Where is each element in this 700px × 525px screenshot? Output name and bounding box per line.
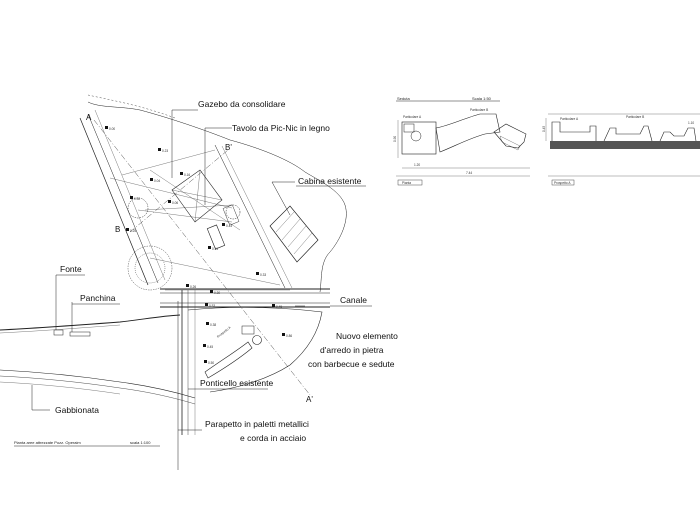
label-nuovo-elemento: Nuovo elemento d'arredo in pietra con ba… — [308, 331, 398, 369]
elevation-value: 0.53 — [209, 304, 215, 308]
label-cabina: Cabina esistente — [298, 176, 362, 186]
label-parapetto-line: e corda in acciaio — [240, 433, 306, 443]
picnic-table — [206, 204, 240, 250]
particolare-b-elev-label: Particolare B — [626, 115, 644, 119]
seduta-dim: 1.10 — [688, 121, 694, 125]
gazebo — [144, 169, 241, 231]
tree — [134, 252, 166, 284]
label-panchina: Panchina — [80, 293, 116, 303]
prospetto-tag: Prospetto A — [216, 325, 232, 339]
canal — [160, 288, 330, 308]
barbecue-element — [204, 325, 262, 379]
particolare-a-elev-label: Particolare A — [560, 117, 579, 121]
label-nuovo-line: d'arredo in pietra — [320, 345, 384, 355]
section-mark-b: B — [115, 225, 120, 234]
leader-lines — [31, 109, 305, 470]
prospetto-tag-elev: Prospetto A — [554, 181, 571, 185]
seduta-scale: Scala 1:50 — [472, 96, 492, 101]
seduta-pianta — [396, 113, 530, 186]
title-block-scale: scala 1:100 — [130, 440, 151, 445]
elevation-value: 0.45 — [276, 305, 282, 309]
label-ponticello: Ponticello esistente — [200, 378, 274, 388]
title-block: Pianta aree attrezzate Pozz. Operaim sca… — [14, 440, 160, 447]
elevation-value: 0.06 — [172, 201, 178, 205]
site-plan — [0, 94, 347, 470]
section-mark-a-prime: A' — [306, 395, 313, 404]
elevation-values: 0.00 0.23 0.16 0.30 0.06 0.04 0.43 0.25 … — [109, 127, 292, 365]
elevation-value: 0.16 — [184, 173, 190, 177]
label-parapetto-line: Parapetto in paletti metallici — [205, 419, 309, 429]
elevation-value: 0.30 — [134, 197, 140, 201]
elevation-value: 0.11 — [212, 247, 218, 251]
label-canale: Canale — [340, 295, 367, 305]
title-block-title: Pianta aree attrezzate Pozz. Operaim — [14, 440, 81, 445]
seduta-title: Seduta — [397, 96, 410, 101]
elevation-value: 0.33 — [260, 273, 266, 277]
elevation-value: 0.86 — [286, 334, 292, 338]
terrain-outline — [87, 101, 347, 293]
particolare-b-label: Particolare B — [470, 108, 488, 112]
tree — [127, 245, 173, 291]
section-mark-b-prime: B' — [225, 143, 232, 152]
label-nuovo-line: con barbecue e sedute — [308, 359, 395, 369]
elevation-markers — [105, 126, 285, 363]
label-parapetto: Parapetto in paletti metallici e corda i… — [205, 419, 309, 443]
label-gazebo: Gazebo da consolidare — [198, 99, 286, 109]
label-gabbionata: Gabbionata — [55, 405, 99, 415]
elevation-value: 0.00 — [109, 127, 115, 131]
elevation-value: 0.23 — [162, 149, 168, 153]
elevation-value: 0.38 — [210, 323, 216, 327]
elevation-value: 0.43 — [226, 224, 232, 228]
tree — [127, 197, 149, 219]
elevation-value: 0.30 — [214, 291, 220, 295]
section-mark-a: A — [86, 113, 92, 122]
panchina-symbol — [69, 331, 91, 337]
seduta-prospetto — [545, 113, 700, 186]
pianta-tag: Pianta — [402, 181, 411, 185]
seduta-dim: 0.90 — [393, 136, 397, 142]
elevation-value: 0.45 — [207, 345, 213, 349]
seduta-dim: 7.44 — [466, 171, 472, 175]
elevation-value: 0.25 — [130, 229, 136, 233]
label-fonte: Fonte — [60, 264, 82, 274]
cabina — [269, 205, 319, 263]
tree — [225, 204, 241, 220]
elevation-value: 0.26 — [190, 285, 196, 289]
label-tavolo: Tavolo da Pic-Nic in legno — [232, 123, 330, 133]
elevation-value: 0.50 — [208, 361, 214, 365]
seduta-detail: Seduta Scala 1:50 Particolare A Particol… — [393, 96, 700, 186]
fonte-symbol — [53, 329, 64, 336]
elevation-value: 0.04 — [154, 179, 160, 183]
seduta-dim: 1.20 — [414, 163, 420, 167]
seduta-dim: 0.45 — [542, 126, 546, 132]
label-nuovo-line: Nuovo elemento — [336, 331, 398, 341]
terrain-dashed-top — [87, 94, 176, 119]
particolare-a-label: Particolare A — [403, 115, 422, 119]
